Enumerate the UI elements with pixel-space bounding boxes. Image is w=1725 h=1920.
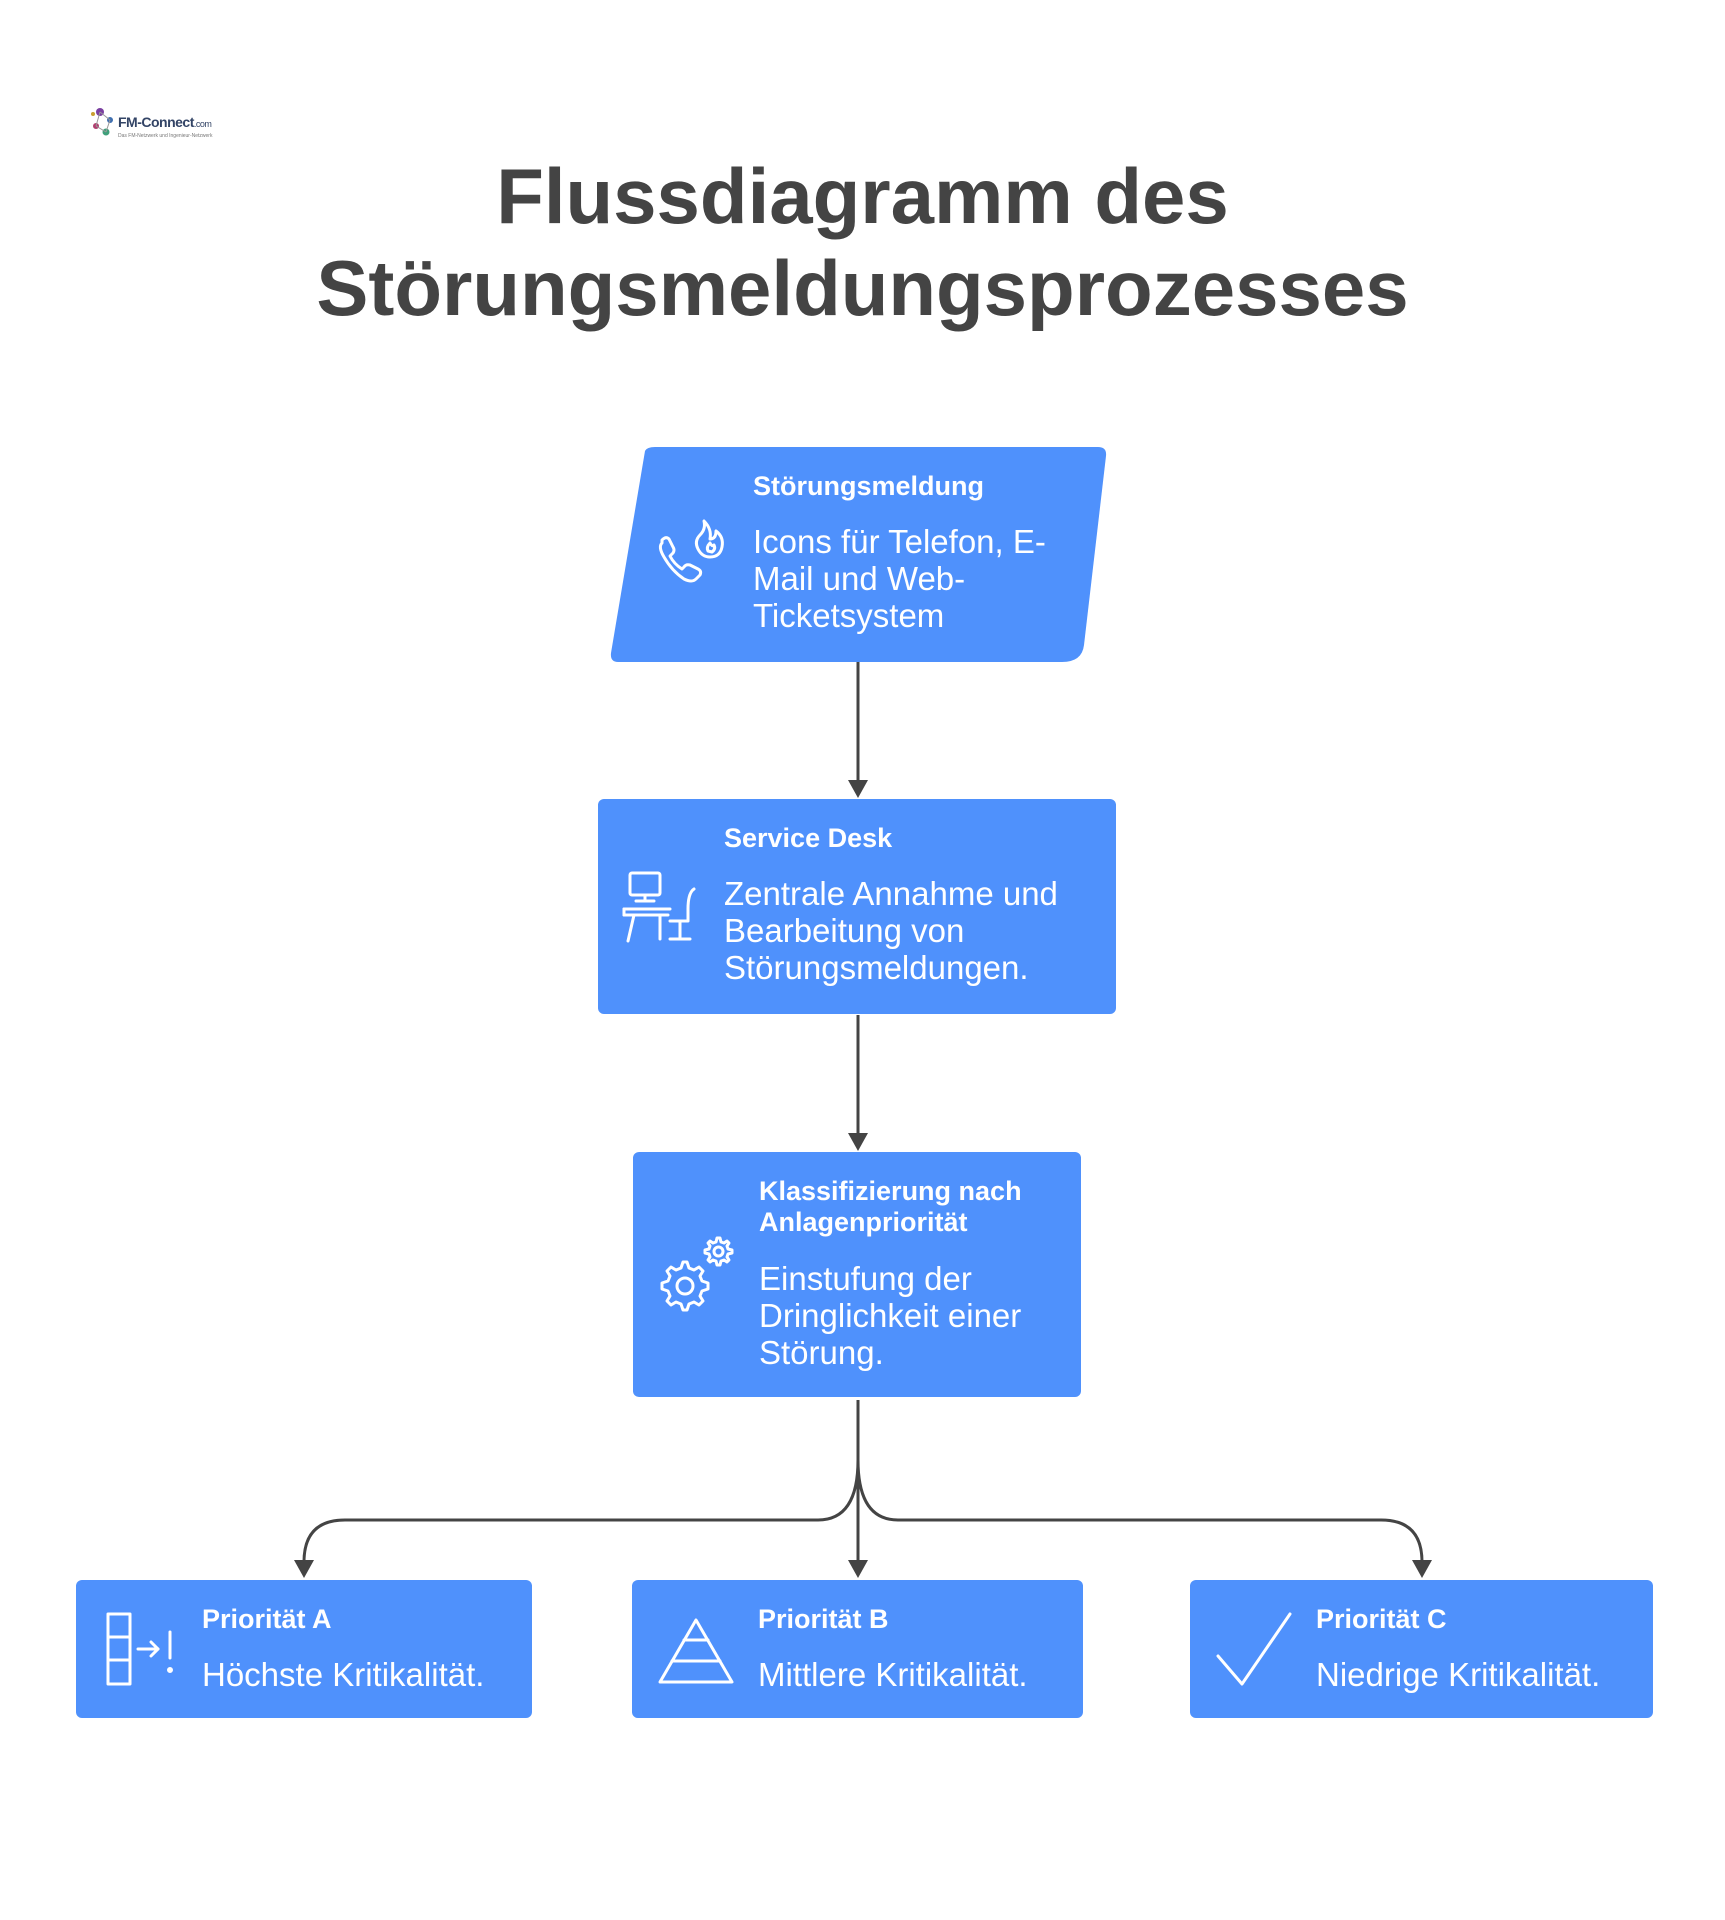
page-title: Flussdiagramm des Störungsmeldungsprozes… (0, 150, 1725, 334)
fm-connect-logo: FM-Connect.com Das FM-Netzwerk und Ingen… (88, 100, 212, 150)
node-stoerungsmeldung-heading: Störungsmeldung (753, 471, 984, 501)
arrowhead-prio-c (1412, 1560, 1432, 1578)
node-prioritaet-c-heading: Priorität C (1316, 1604, 1447, 1634)
arrowhead-prio-a (294, 1560, 314, 1578)
node-prioritaet-a-heading: Priorität A (202, 1604, 332, 1634)
node-klassifizierung-heading: Klassifizierung nach Anlagenpriorität (759, 1176, 1022, 1237)
node-stoerungsmeldung-body: Icons für Telefon, E-Mail und Web-Ticket… (753, 523, 1046, 634)
node-service-desk-heading: Service Desk (724, 823, 893, 853)
connector-klassifizierung-to-prio-a (302, 1459, 860, 1563)
node-stoerungsmeldung: Störungsmeldung Icons für Telefon, E-Mai… (610, 447, 1107, 662)
node-service-desk: Service Desk Zentrale Annahme und Bearbe… (598, 799, 1116, 1014)
node-service-desk-body: Zentrale Annahme und Bearbeitung von Stö… (724, 875, 1058, 986)
node-klassifizierung: Klassifizierung nach Anlagenpriorität Ei… (633, 1152, 1081, 1397)
connector-klassifizierung-to-prio-c (856, 1459, 1424, 1563)
node-prioritaet-b-heading: Priorität B (758, 1604, 889, 1634)
node-stoerungsmeldung-shape (610, 447, 1107, 662)
gears-icon (657, 1234, 737, 1314)
page-title-line-2: Störungsmeldungsprozesses (316, 244, 1409, 332)
arrowhead-servicedesk (848, 780, 868, 798)
priority-alert-icon (106, 1612, 178, 1688)
node-prioritaet-a-body: Höchste Kritikalität. (202, 1656, 485, 1693)
page-title-line-1: Flussdiagramm des (496, 152, 1229, 240)
arrowhead-klassifizierung (848, 1133, 868, 1151)
desk-computer-icon (622, 869, 698, 945)
logo-brand: FM-Connect.com (118, 114, 212, 130)
node-prioritaet-c-body: Niedrige Kritikalität. (1316, 1656, 1601, 1693)
node-klassifizierung-body: Einstufung der Dringlichkeit einer Störu… (759, 1260, 1022, 1371)
arrowhead-prio-b (848, 1560, 868, 1578)
checkmark-icon (1214, 1610, 1294, 1690)
logo-tagline: Das FM-Netzwerk und Ingenieur-Netzwerk (118, 133, 213, 139)
phone-fire-icon (652, 513, 732, 593)
node-prioritaet-b-body: Mittlere Kritikalität. (758, 1656, 1028, 1693)
node-prioritaet-c: Priorität C Niedrige Kritikalität. (1190, 1580, 1653, 1718)
node-prioritaet-a: Priorität A Höchste Kritikalität. (76, 1580, 532, 1718)
pyramid-icon (658, 1618, 734, 1684)
logo-network-icon (91, 108, 113, 136)
node-prioritaet-b: Priorität B Mittlere Kritikalität. (632, 1580, 1083, 1718)
